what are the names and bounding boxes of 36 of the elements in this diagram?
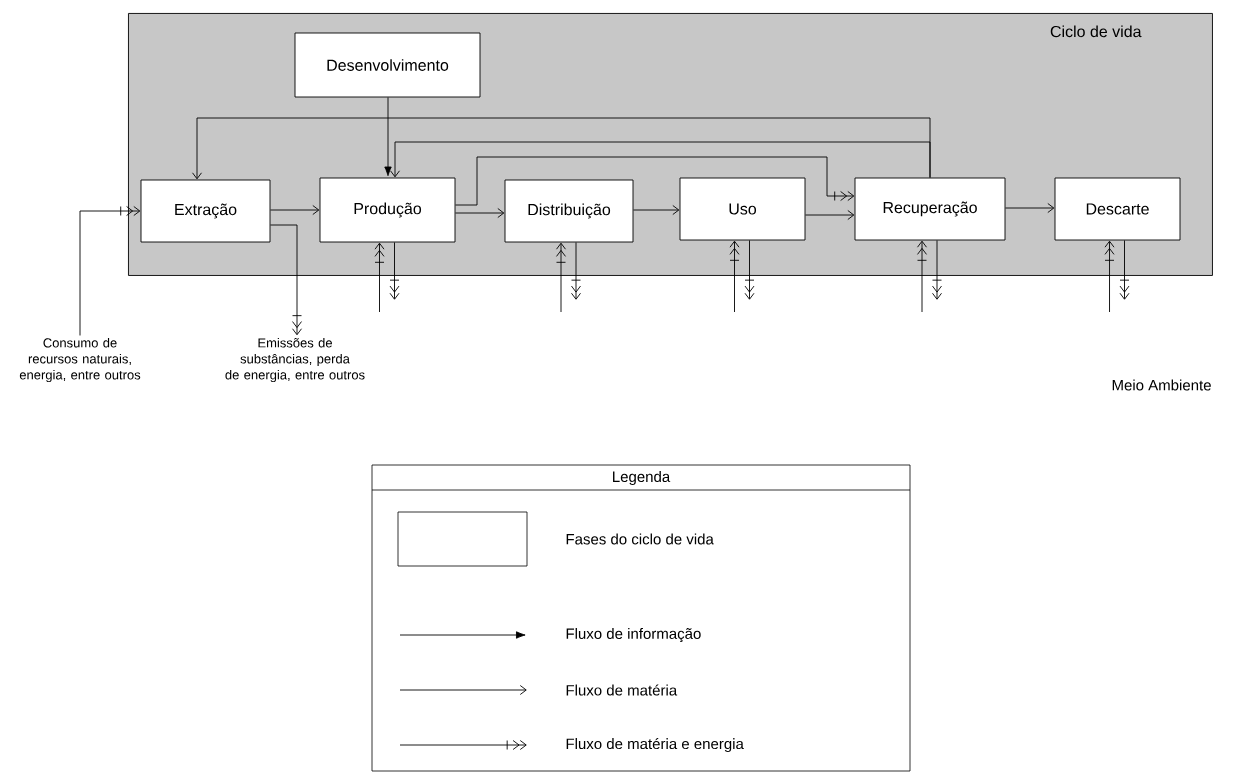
- process-box: Recuperação: [854, 177, 1006, 241]
- arrow: [1005, 203, 1055, 213]
- arrow: [384, 97, 392, 177]
- legend-text: Fluxo de matéria e energia: [566, 737, 744, 753]
- arrow: [633, 205, 680, 215]
- process-box: Produção: [319, 177, 456, 243]
- arrow: [917, 240, 927, 313]
- arrow: [270, 224, 302, 336]
- arrow: [455, 156, 855, 206]
- legend-text: Fluxo de matéria: [566, 684, 678, 696]
- legend-text: Fases do ciclo de vida: [566, 533, 714, 545]
- process-box: Desenvolvimento: [294, 32, 481, 98]
- note-text: Consumo de recursos naturais, energia, entre outros: [19, 337, 141, 383]
- process-box: Extração: [140, 179, 271, 243]
- arrow: [390, 141, 931, 178]
- arrow: [1104, 240, 1115, 313]
- arrow: [389, 242, 400, 300]
- arrow: [932, 240, 942, 300]
- arrow: [192, 117, 931, 180]
- environment-label: Meio Ambiente: [1112, 379, 1211, 391]
- arrow: [79, 206, 141, 336]
- arrow: [744, 240, 755, 300]
- arrow: [556, 242, 566, 313]
- arrow: [374, 242, 385, 313]
- arrow: [571, 242, 581, 300]
- process-box: Uso: [679, 177, 806, 241]
- arrow: [1119, 240, 1130, 300]
- note-text: Emissões de substâncias, perda de energia, entre outros: [225, 337, 365, 383]
- arrow: [805, 210, 855, 220]
- process-box: Distribuição: [504, 179, 634, 243]
- process-box: Descarte: [1054, 177, 1181, 241]
- arrow: [270, 205, 320, 215]
- arrow: [455, 208, 505, 218]
- legend-text: Fluxo de informação: [566, 628, 701, 643]
- legend-title: Legenda: [613, 471, 671, 485]
- arrow: [729, 240, 740, 313]
